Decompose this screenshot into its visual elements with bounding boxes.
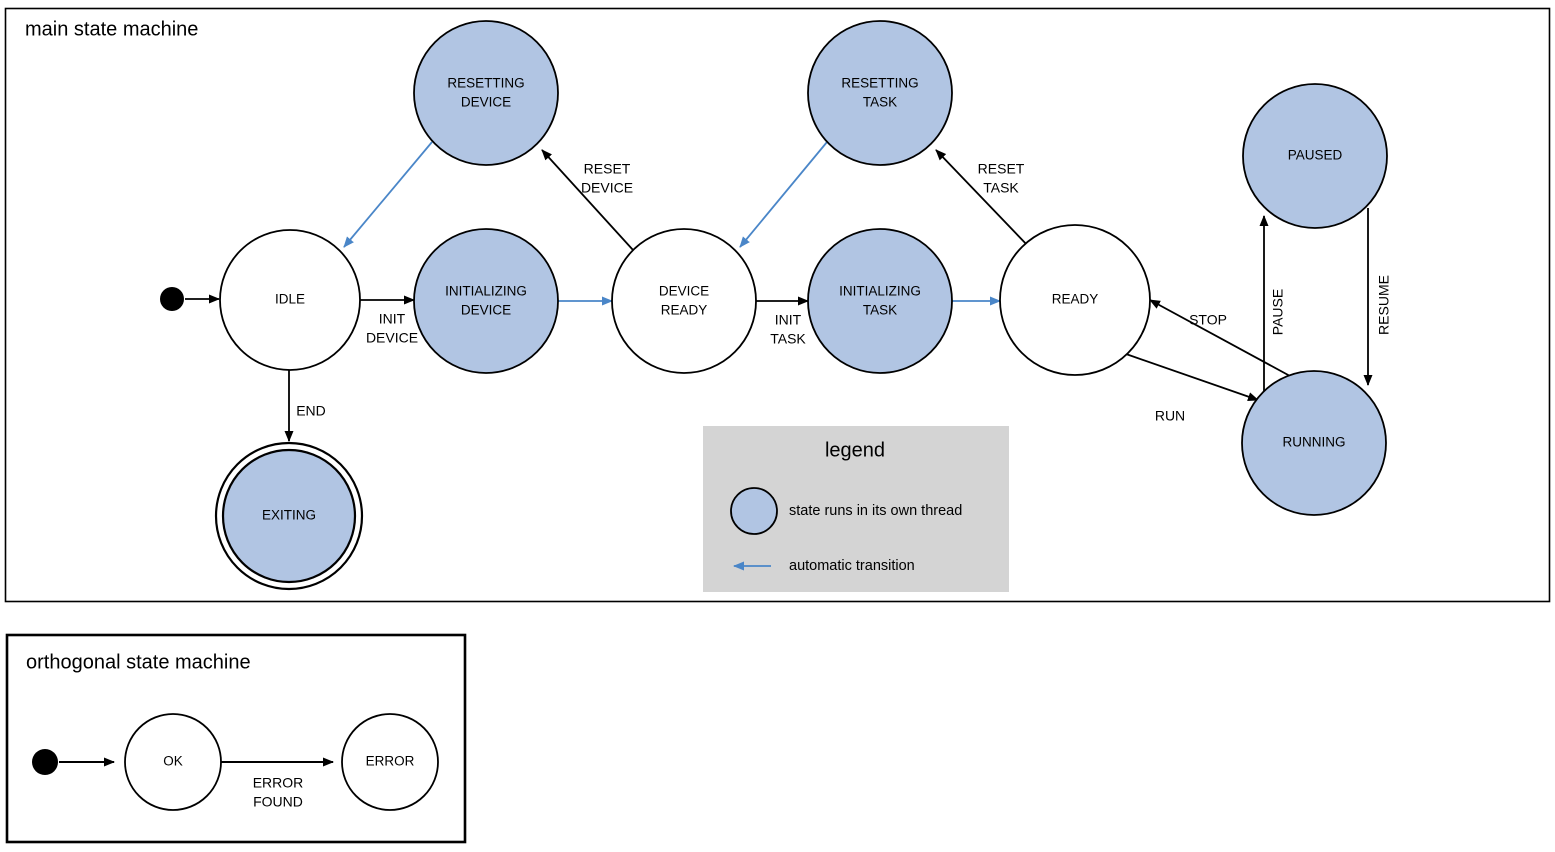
state-node-initializing-device[interactable]: INITIALIZING DEVICE (413, 228, 559, 374)
state-node-ready[interactable]: READY (999, 224, 1151, 376)
state-node-paused[interactable]: PAUSED (1242, 83, 1388, 229)
transition-label-init-device-line2: DEVICE (366, 330, 418, 346)
legend-threaded-state-label: state runs in its own thread (789, 503, 962, 519)
state-node-initializing-task[interactable]: INITIALIZING TASK (807, 228, 953, 374)
transition-device-ready-resetting-device: RESET DEVICE (541, 149, 634, 251)
transition-paused-running: RESUME (1363, 208, 1392, 386)
transition-device-ready-initializing-task: INIT TASK (756, 296, 809, 347)
state-label-initializing-device-line2: DEVICE (461, 303, 511, 318)
state-label-device-ready-line2: READY (661, 303, 708, 318)
transition-label-reset-task-line1: RESET (978, 161, 1025, 177)
transition-label-run: RUN (1155, 408, 1185, 424)
legend-panel: legend state runs in its own thread auto… (703, 426, 1009, 592)
legend-title: legend (825, 439, 885, 461)
initial-state-marker-main (160, 287, 184, 311)
transition-label-reset-device-line2: DEVICE (581, 180, 633, 196)
transition-idle-exiting: END (284, 370, 326, 442)
main-state-machine-title: main state machine (25, 18, 198, 40)
initial-state-marker-orthogonal (32, 749, 58, 775)
state-node-idle[interactable]: IDLE (219, 229, 361, 371)
state-label-ok: OK (163, 754, 183, 769)
state-label-initializing-task-line2: TASK (863, 303, 897, 318)
transition-label-error-found-line2: FOUND (253, 794, 303, 810)
transition-label-error-found-line1: ERROR (253, 775, 304, 791)
transition-resetting-device-idle (343, 141, 433, 248)
transition-ready-resetting-task: RESET TASK (935, 149, 1031, 249)
state-label-resetting-device-line2: DEVICE (461, 95, 511, 110)
state-label-exiting: EXITING (262, 508, 316, 523)
state-label-device-ready-line1: DEVICE (659, 284, 709, 299)
transition-label-stop: STOP (1189, 312, 1227, 328)
transition-running-paused: PAUSE (1259, 215, 1286, 399)
transition-idle-initializing-device: INIT DEVICE (360, 295, 418, 346)
state-node-device-ready[interactable]: DEVICE READY (611, 228, 757, 374)
transition-label-init-device-line1: INIT (379, 311, 406, 327)
state-label-paused: PAUSED (1288, 148, 1343, 163)
state-label-resetting-task-line2: TASK (863, 95, 897, 110)
legend-automatic-transition-label: automatic transition (789, 558, 915, 574)
state-node-exiting[interactable]: EXITING (214, 441, 364, 591)
transition-label-end: END (296, 403, 326, 419)
transition-label-init-task-line1: INIT (775, 312, 802, 328)
state-label-initializing-device-line1: INITIALIZING (445, 284, 527, 299)
legend-threaded-state-swatch (730, 487, 778, 535)
state-node-ok[interactable]: OK (124, 713, 222, 811)
state-node-resetting-task[interactable]: RESETTING TASK (807, 20, 953, 166)
transition-label-pause: PAUSE (1270, 289, 1286, 335)
transition-label-resume: RESUME (1376, 275, 1392, 335)
state-node-running[interactable]: RUNNING (1241, 370, 1387, 516)
state-node-error[interactable]: ERROR (341, 713, 439, 811)
state-label-ready: READY (1052, 292, 1099, 307)
transition-label-reset-task-line2: TASK (983, 180, 1019, 196)
orthogonal-state-machine-title: orthogonal state machine (26, 651, 251, 673)
transition-ortho-ok-error: ERROR FOUND (221, 757, 334, 810)
transition-running-ready: STOP (1149, 299, 1291, 377)
state-label-resetting-device-line1: RESETTING (447, 76, 524, 91)
transition-resetting-task-device-ready (739, 141, 828, 248)
state-label-running: RUNNING (1283, 435, 1346, 450)
state-label-resetting-task-line1: RESETTING (841, 76, 918, 91)
state-label-error: ERROR (366, 754, 415, 769)
transition-label-init-task-line2: TASK (770, 331, 806, 347)
transition-label-reset-device-line1: RESET (584, 161, 631, 177)
state-label-initializing-task-line1: INITIALIZING (839, 284, 921, 299)
state-node-resetting-device[interactable]: RESETTING DEVICE (413, 20, 559, 166)
state-label-idle: IDLE (275, 292, 305, 307)
transition-ready-running: RUN (1125, 353, 1259, 424)
